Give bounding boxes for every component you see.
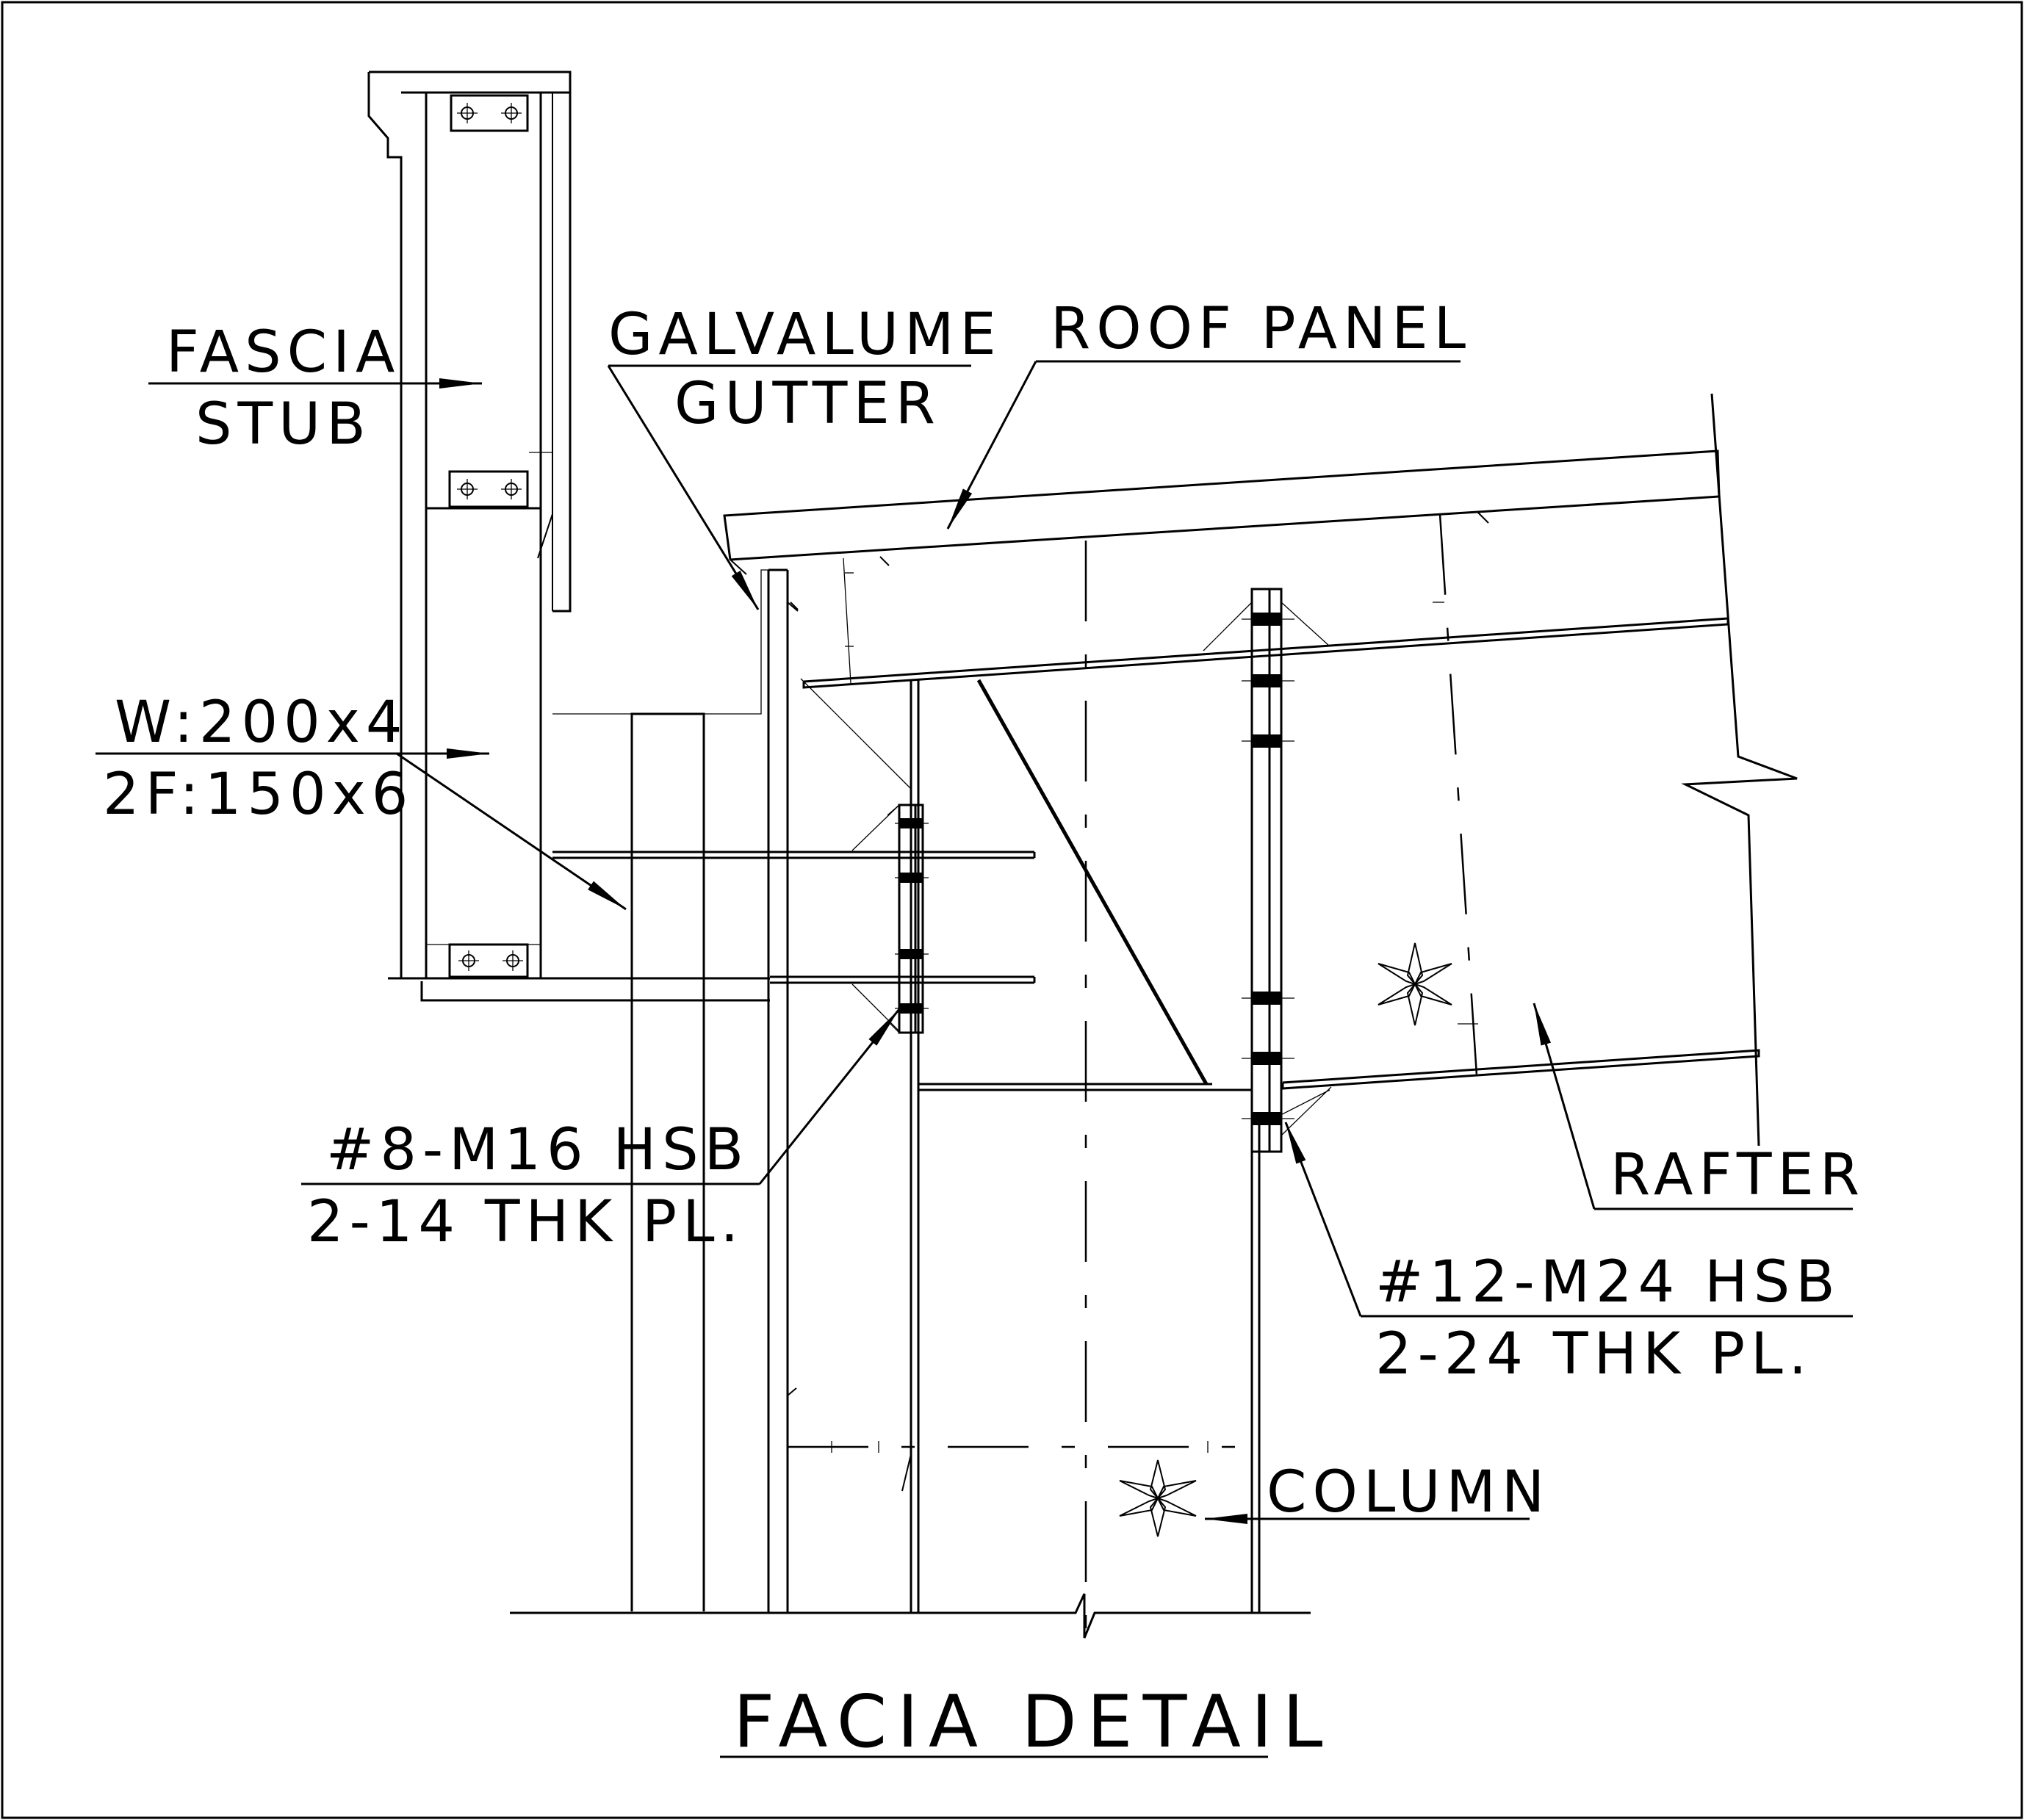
label-roof-panel: ROOF PANEL: [1051, 296, 1472, 362]
rafter-section-star-icon: [1377, 942, 1452, 1026]
column: [510, 541, 1311, 1639]
label-flange-size: 2F:150x6: [103, 762, 414, 828]
stub-connection-plate: [851, 804, 929, 1034]
fascia-stub: [367, 71, 770, 1002]
label-galvalume: GALVALUME: [608, 302, 1002, 368]
drawing-title: FACIA DETAIL: [733, 1680, 1333, 1764]
column-section-star-icon: [1119, 1459, 1197, 1537]
label-bolts-small: #8-M16 HSB: [326, 1117, 749, 1183]
label-plate-large: 2-24 THK PL.: [1375, 1321, 1812, 1387]
label-stub: STUB: [195, 391, 372, 458]
leaders: [96, 360, 1853, 1524]
clip-top: [450, 94, 529, 132]
rafter-end-plate: [1203, 588, 1332, 1153]
label-web-size: W:200x4: [115, 690, 408, 756]
clip-middle: [448, 470, 529, 508]
stub-beam: [552, 712, 1036, 1611]
label-column: COLUMN: [1267, 1459, 1550, 1525]
label-rafter: RAFTER: [1610, 1142, 1865, 1208]
gutter-profile: [529, 452, 785, 715]
label-fascia: FASCIA: [166, 319, 400, 386]
label-bolts-large: #12-M24 HSB: [1375, 1249, 1841, 1315]
roof-panel: [723, 449, 1721, 610]
label-gutter: GUTTER: [674, 371, 941, 437]
label-plate-small: 2-14 THK PL.: [307, 1189, 744, 1255]
rafter: [802, 393, 1798, 1146]
clip-bottom: [448, 943, 529, 978]
